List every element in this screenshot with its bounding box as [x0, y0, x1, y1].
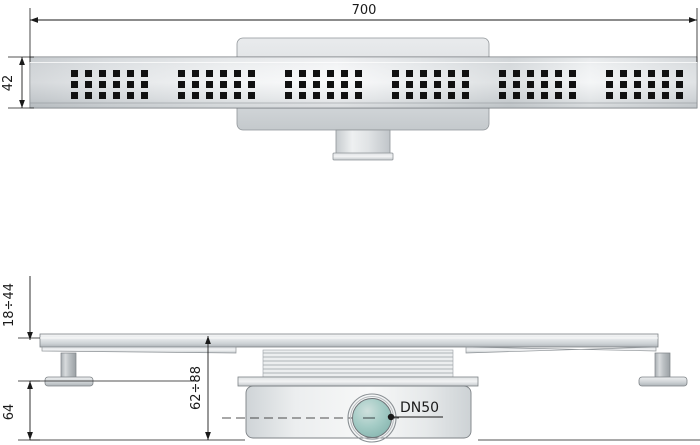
dimension-adjust-range: 18÷44 — [2, 276, 40, 340]
outlet-spigot — [332, 129, 394, 161]
dimension-body-height: 62÷88 — [189, 336, 211, 440]
grate-bar — [29, 56, 698, 109]
outlet-dn50 — [347, 393, 397, 443]
top-view — [29, 37, 698, 161]
leader-dn50: DN50 — [387, 400, 443, 421]
dimension-label-grate-height: 42 — [1, 75, 16, 92]
section-grate-plate — [39, 333, 659, 354]
dimension-label-base-height: 64 — [2, 404, 17, 421]
leg-right — [638, 352, 688, 387]
telescopic-section — [262, 349, 454, 378]
body-flange — [237, 376, 479, 387]
section-view: DN50 — [39, 333, 688, 443]
floor-reference-lines — [30, 380, 700, 441]
dimension-overall-length: 700 — [29, 3, 698, 62]
dimension-label-length: 700 — [352, 3, 377, 18]
dimension-label-adjust-range: 18÷44 — [2, 283, 17, 327]
grate-perforations — [71, 70, 683, 99]
dimension-grate-height: 42 — [1, 56, 34, 109]
dimension-label-body-height: 62÷88 — [189, 366, 204, 410]
leg-left — [44, 352, 94, 387]
outlet-label: DN50 — [400, 400, 439, 416]
dimension-base-height: 64 — [2, 380, 40, 441]
